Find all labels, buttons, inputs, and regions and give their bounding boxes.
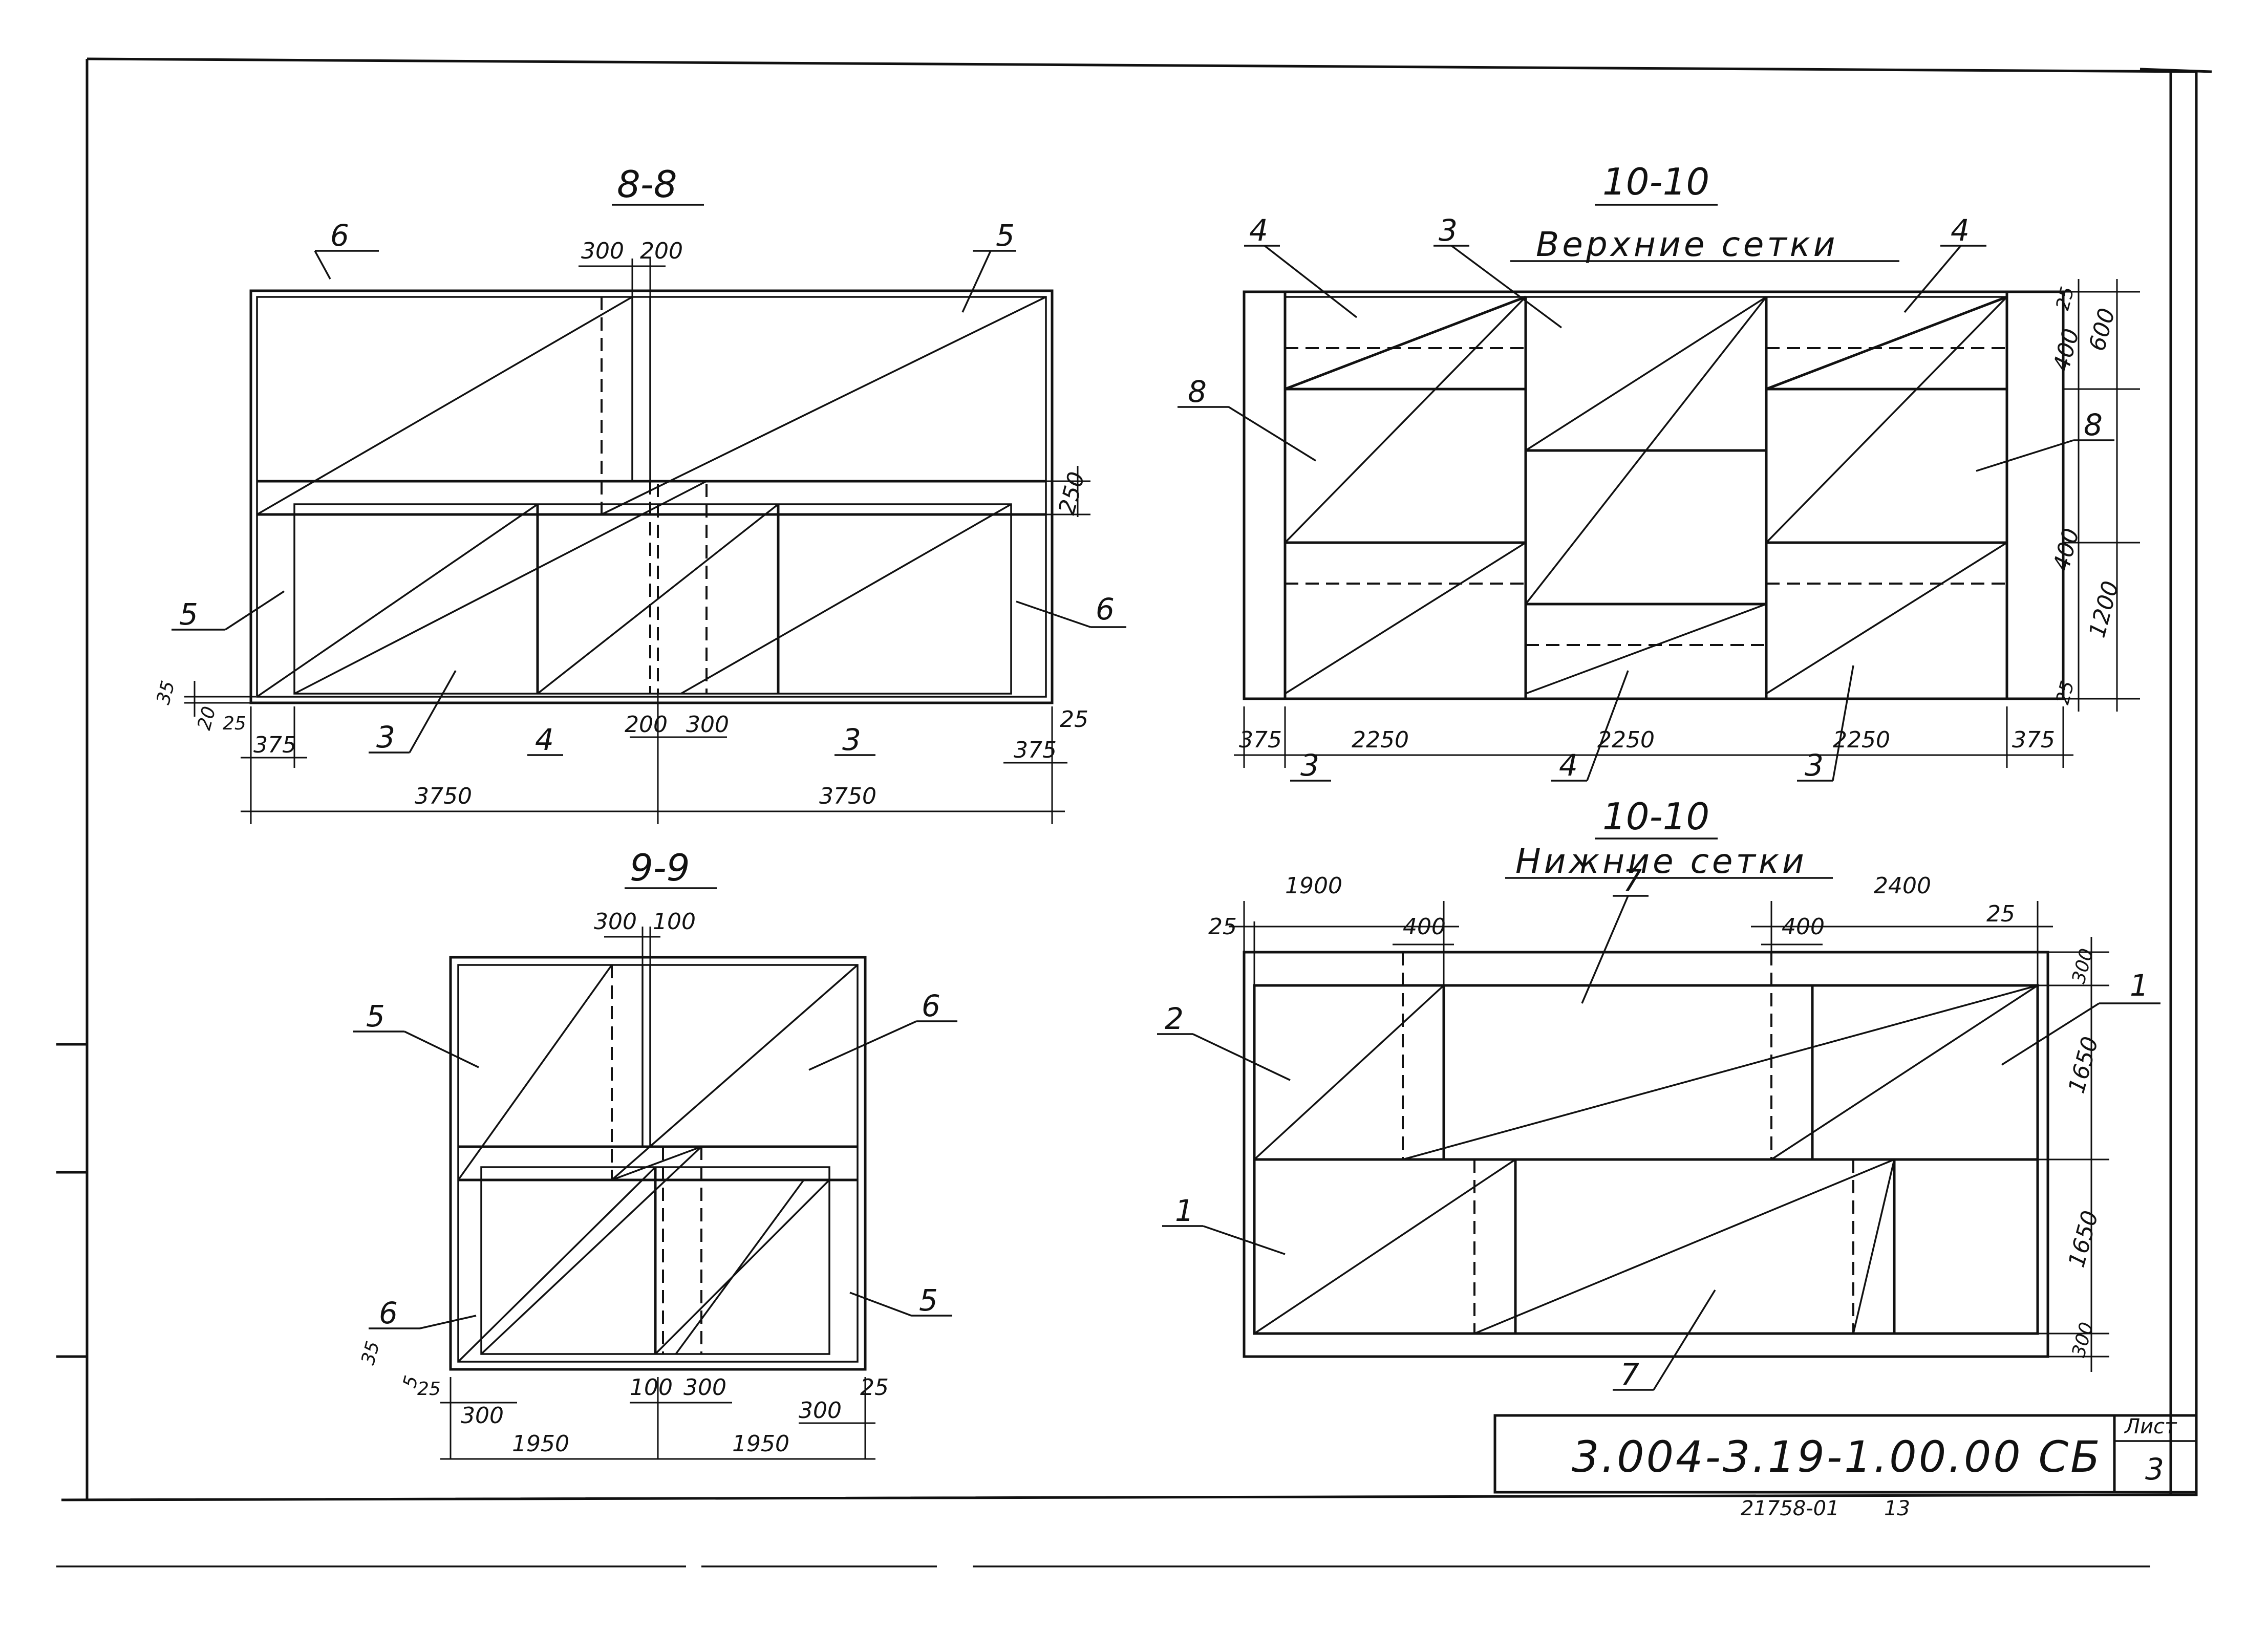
dim-200-top: 200	[640, 238, 683, 264]
section-10-10-upper-title: 10-10	[1602, 160, 1709, 203]
dim-1950-right: 1950	[732, 1431, 789, 1457]
dim-375-right: 375	[2012, 727, 2055, 753]
mark-5-bottom-right: 5	[919, 1283, 938, 1318]
mark-6-bottom-left: 6	[379, 1296, 398, 1330]
mark-3-b: 3	[842, 722, 861, 757]
mark-3-a: 3	[376, 720, 395, 755]
dim-3750-right: 3750	[819, 783, 876, 809]
dim-20: 20	[194, 704, 220, 733]
dim-300-left: 300	[461, 1403, 504, 1429]
inventory-page: 13	[1884, 1497, 1910, 1520]
mark-5-top: 5	[996, 218, 1015, 253]
section-8-8-title: 8-8	[617, 163, 677, 206]
dim-200-bottom: 200	[625, 712, 668, 738]
inventory-number: 21758-01	[1741, 1497, 1839, 1520]
mark-1-right: 1	[2130, 968, 2149, 1003]
dim-300-top: 300	[581, 238, 624, 264]
dim-35: 35	[153, 679, 179, 707]
mark-6-top: 6	[330, 218, 349, 253]
mark-7-bottom: 7	[1620, 1357, 1639, 1392]
dim-300-bottom: 300	[686, 712, 729, 738]
dim-25-left: 25	[417, 1379, 441, 1400]
dim-1900: 1900	[1285, 873, 1342, 899]
lower-nets-subtitle: Нижние сетки	[1515, 842, 1807, 881]
sheet-label: Лист	[2124, 1415, 2177, 1438]
dim-3750-left: 3750	[415, 783, 472, 809]
section-8-8: 8-8 6 5 5 6	[153, 163, 1126, 824]
dim-300-bottom: 300	[2068, 1320, 2098, 1360]
mark-4-bottom: 4	[1559, 748, 1578, 783]
dim-2250-c: 2250	[1833, 727, 1890, 753]
dim-25-bottom: 25	[2052, 679, 2078, 707]
mark-3-top: 3	[1439, 213, 1458, 248]
mark-5-left: 5	[179, 597, 198, 632]
section-9-9-title: 9-9	[630, 846, 690, 889]
dim-25-left: 25	[1208, 914, 1237, 940]
mark-3-bottom: 3	[1300, 748, 1319, 783]
dim-25-left: 25	[223, 713, 246, 734]
dim-1200: 1200	[2084, 578, 2124, 640]
dim-25-right: 25	[860, 1374, 889, 1401]
section-10-10-lower-title: 10-10	[1602, 795, 1709, 838]
sheet-frame	[56, 57, 2212, 1567]
dim-250: 250	[1054, 469, 1090, 517]
dim-1650-a: 1650	[2064, 1034, 2104, 1096]
dim-1950-left: 1950	[512, 1431, 569, 1457]
document-code: 3.004-3.19-1.00.00 СБ	[1572, 1432, 2102, 1482]
mark-7-top: 7	[1623, 863, 1642, 898]
dim-400-left: 400	[1403, 914, 1446, 940]
dim-600: 600	[2084, 306, 2121, 354]
mark-6-right: 6	[1096, 592, 1115, 627]
dim-400-right: 400	[1782, 914, 1825, 940]
dim-375-right: 375	[1014, 737, 1057, 763]
dim-2250-b: 2250	[1597, 727, 1655, 753]
section-10-10-lower-nets: 10-10 Нижние сетки 7 2 1 1	[1157, 795, 2160, 1392]
mark-8-right: 8	[2084, 407, 2103, 442]
dim-300-top: 300	[594, 909, 637, 935]
dim-100-top: 100	[653, 909, 696, 935]
dim-1650-b: 1650	[2064, 1208, 2104, 1270]
dim-35: 35	[357, 1339, 383, 1367]
mark-5-top-left: 5	[366, 999, 385, 1034]
mark-2: 2	[1165, 1001, 1184, 1036]
dim-375-left: 375	[253, 732, 296, 758]
upper-nets-subtitle: Верхние сетки	[1536, 225, 1838, 264]
dim-300-right: 300	[799, 1398, 842, 1424]
dim-2400: 2400	[1874, 873, 1931, 899]
section-9-9: 9-9 5 6 6 5	[353, 846, 957, 1460]
title-block: 3.004-3.19-1.00.00 СБ Лист 3 21758-01 13	[1493, 1414, 2198, 1520]
dim-25-right: 25	[1060, 706, 1088, 733]
dim-25-top: 25	[2052, 285, 2078, 313]
dim-300-bottom: 300	[683, 1374, 726, 1401]
mark-1-left: 1	[1175, 1193, 1194, 1228]
sheet-number: 3	[2145, 1452, 2164, 1487]
dim-100-bottom: 100	[630, 1374, 673, 1401]
dim-375-left: 375	[1239, 727, 1282, 753]
mark-8-left: 8	[1188, 374, 1207, 409]
section-10-10-upper-nets: 10-10 Верхние сетки 4	[1178, 160, 2140, 783]
mark-3-bottom-right: 3	[1805, 748, 1824, 783]
mark-6-top-right: 6	[922, 989, 940, 1023]
mark-4-left: 4	[1249, 213, 1268, 248]
mark-4-right: 4	[1951, 213, 1970, 248]
dim-2250-a: 2250	[1352, 727, 1409, 753]
mark-4: 4	[535, 722, 554, 757]
dim-25-right: 25	[1986, 901, 2015, 927]
